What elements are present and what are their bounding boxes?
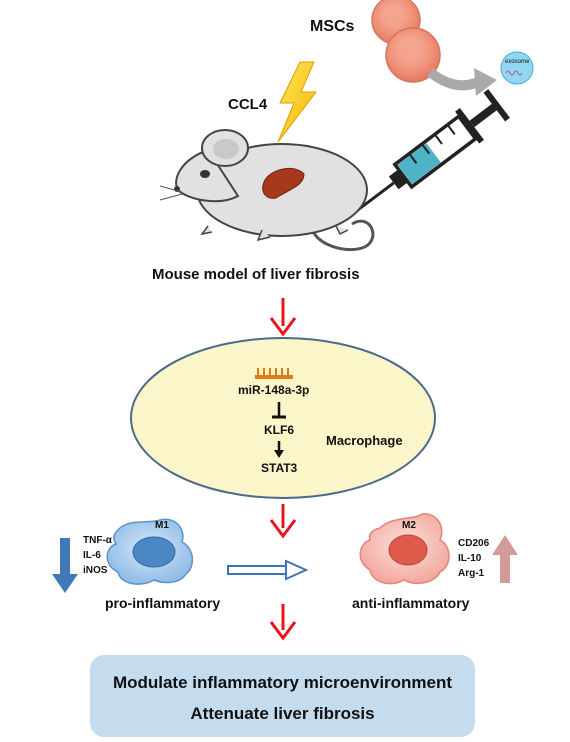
liver-icon (262, 167, 305, 199)
klf6-label: KLF6 (264, 423, 294, 437)
polarization-arrow (227, 559, 309, 581)
mirna-icon (255, 368, 293, 379)
anti-marker: CD206 (458, 538, 490, 549)
mirna-label: miR-148a-3p (238, 383, 310, 397)
flow-arrows-red (269, 298, 297, 641)
msc-cells (371, 0, 441, 83)
anti-marker: Arg-1 (458, 568, 485, 579)
decrease-arrow-icon (52, 538, 78, 593)
exosome-icon (500, 51, 534, 85)
pro-inflammatory-label: pro-inflammatory (105, 595, 221, 611)
syringe-icon (351, 89, 510, 216)
m1-label: M1 (155, 520, 169, 531)
outcome-line-1: Modulate inflammatory microenvironment (112, 673, 453, 692)
exosome-label: exosome (505, 59, 530, 65)
m2-nucleus (388, 534, 428, 566)
pathway-arrows (272, 402, 286, 458)
anti-inflammatory-label: anti-inflammatory (352, 595, 470, 611)
mscs-label: MSCs (310, 18, 355, 35)
secretion-arrow (426, 67, 480, 91)
increase-arrow-icon (492, 535, 518, 583)
outcome-box: Modulate inflammatory microenvironment A… (90, 655, 475, 737)
mouse-illustration (159, 129, 375, 251)
outcome-line-2: Attenuate liver fibrosis (190, 704, 375, 723)
lightning-icon (277, 61, 318, 143)
m2-label: M2 (402, 520, 416, 531)
pro-marker: TNF-α (83, 535, 112, 546)
macrophage-label: Macrophage (326, 433, 403, 448)
ccl4-label: CCL4 (228, 96, 268, 113)
stat3-label: STAT3 (261, 461, 298, 475)
anti-marker: IL-10 (458, 553, 482, 564)
mouse-model-caption: Mouse model of liver fibrosis (152, 266, 360, 283)
pro-marker: IL-6 (83, 550, 101, 561)
m1-nucleus (132, 536, 176, 568)
pro-marker: iNOS (83, 565, 108, 576)
